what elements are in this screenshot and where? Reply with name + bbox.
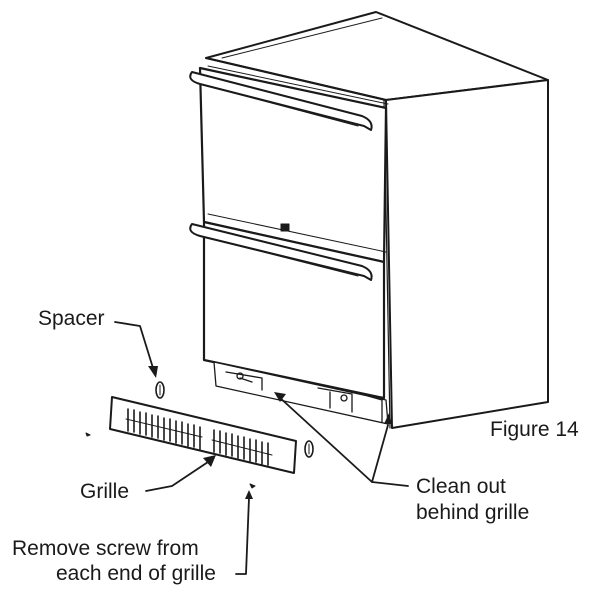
- clean-out-label-line2: behind grille: [416, 501, 530, 524]
- grille: [109, 396, 297, 474]
- upper-drawer-handle: [189, 71, 373, 131]
- upper-drawer: [189, 65, 389, 264]
- lower-drawer: [189, 213, 387, 400]
- lower-drawer-handle: [189, 223, 373, 281]
- clean-out-label-line1: Clean out: [416, 475, 506, 498]
- grille-vents-left: [125, 408, 203, 450]
- grille-label: Grille: [80, 480, 130, 503]
- remove-screw-label-line1: Remove screw from: [12, 537, 199, 560]
- clean-leader-b: [371, 424, 389, 483]
- screw-right: [249, 483, 256, 489]
- screw-leader: [235, 497, 250, 575]
- remove-screw-label-line2: each end of grille: [56, 562, 216, 585]
- cabinet-side: [385, 79, 549, 429]
- figure-caption: Figure 14: [490, 418, 579, 441]
- spacer-left: [155, 381, 165, 399]
- grille-leader: [145, 461, 209, 492]
- callout-lines: [114, 321, 409, 575]
- screw-left: [85, 432, 91, 437]
- cabinet: [205, 11, 549, 429]
- grille-vents-right: [211, 429, 273, 466]
- spacer-right: [304, 440, 314, 458]
- spacer-leader: [114, 321, 154, 369]
- spacer-label: Spacer: [38, 307, 105, 330]
- drawer-latch: [280, 223, 290, 232]
